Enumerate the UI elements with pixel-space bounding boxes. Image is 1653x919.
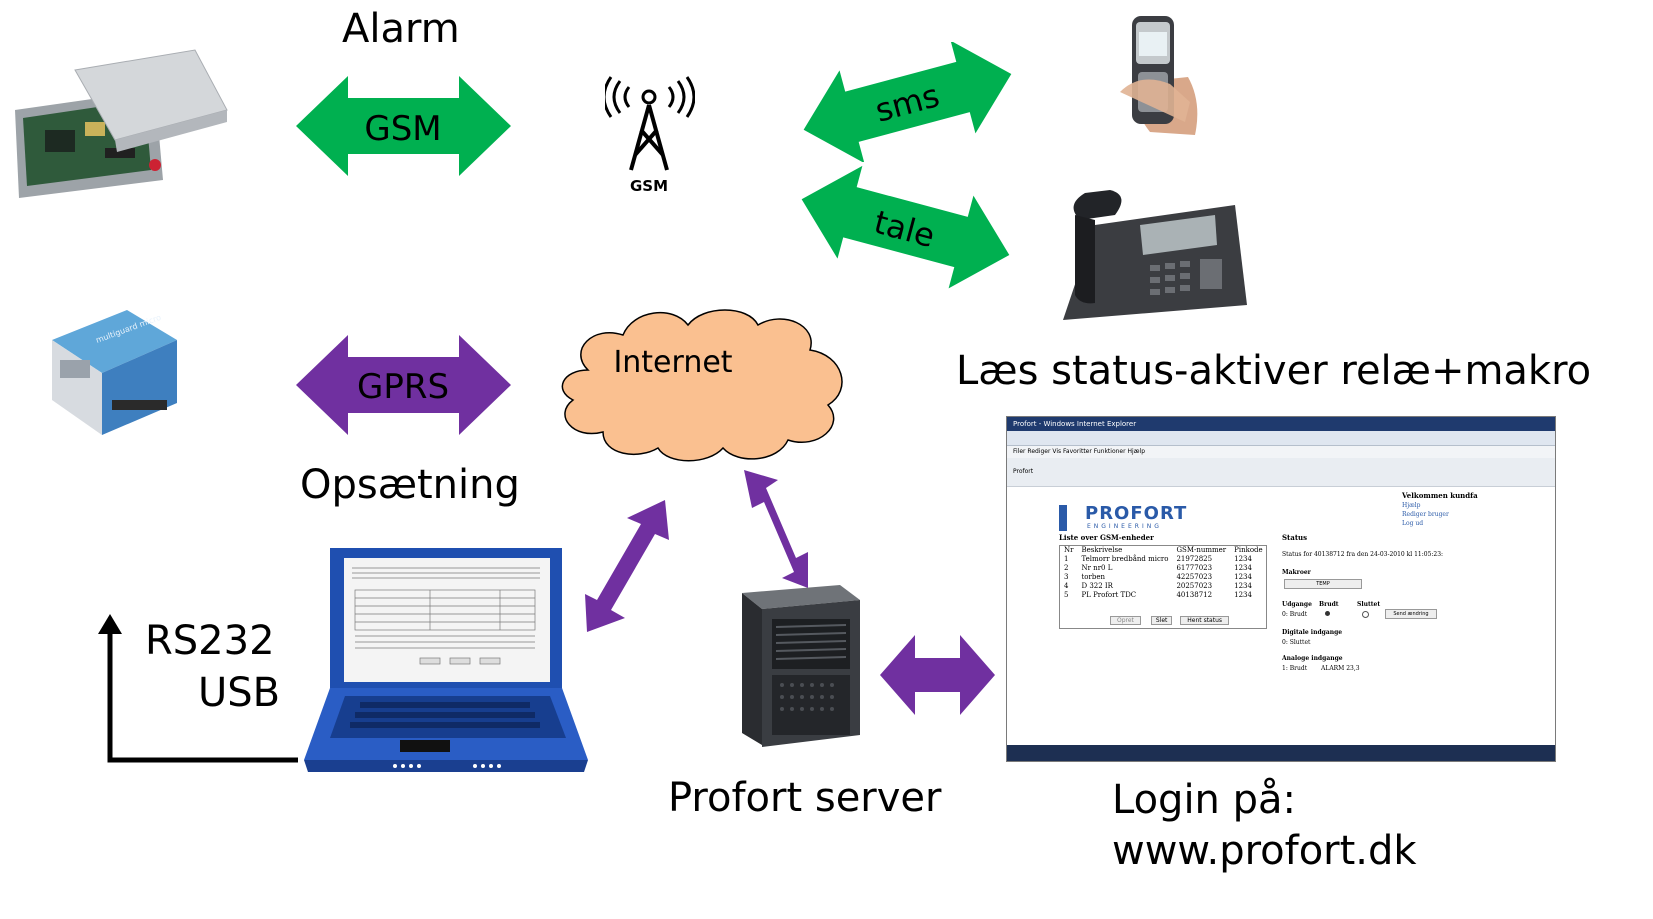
browser-address-bar <box>1007 431 1555 446</box>
internet-cloud: Internet <box>561 309 843 462</box>
col-nr: Nr <box>1064 546 1074 554</box>
internet-label: Internet <box>613 345 732 380</box>
gprs-arrow: GPRS <box>296 335 511 435</box>
gprs-arrow-label: GPRS <box>357 367 449 407</box>
col-pin: Pinkode <box>1234 546 1263 554</box>
tower-label: GSM <box>630 177 668 195</box>
usb-label: USB <box>198 670 281 716</box>
browser-tabs: Profort <box>1007 458 1555 487</box>
browser-tab: Profort <box>1013 468 1034 475</box>
logo-text: PROFORT <box>1085 503 1188 524</box>
rs232-label: RS232 <box>145 618 275 664</box>
browser-screenshot: Profort - Windows Internet Explorer File… <box>1006 416 1556 762</box>
browser-title: Profort - Windows Internet Explorer <box>1007 417 1555 431</box>
list-title: Liste over GSM-enheder <box>1059 533 1154 542</box>
link-edit-user[interactable]: Rediger bruger <box>1402 511 1449 518</box>
create-button[interactable]: Opret <box>1110 616 1141 625</box>
rs232-connector-arrow <box>98 614 298 763</box>
gsm-device-icon <box>15 49 228 198</box>
login-url: www.profort.dk <box>1112 828 1417 874</box>
delete-button[interactable]: Slet <box>1150 616 1173 625</box>
udgang-row: 0: Brudt <box>1282 611 1308 618</box>
gsm-arrow-label: GSM <box>364 109 441 149</box>
udgange-title: Udgange <box>1282 601 1312 608</box>
digitale-row: 0: Sluttet <box>1282 639 1311 646</box>
analoge-row: 1: Brudt <box>1282 665 1308 672</box>
windows-taskbar <box>1007 745 1555 761</box>
fetch-status-button[interactable]: Hent status <box>1180 616 1229 625</box>
radio-brudt[interactable] <box>1325 611 1330 616</box>
temp-button[interactable]: TEMP <box>1284 579 1362 589</box>
makroer-title: Makroer <box>1282 569 1311 576</box>
col-description: Beskrivelse <box>1081 546 1123 554</box>
sms-arrow: sms <box>803 42 1012 162</box>
laptop-internet-arrow <box>585 500 669 632</box>
tale-arrow: tale <box>801 165 1010 289</box>
laptop-icon <box>304 548 588 772</box>
table-header: Nr Beskrivelse GSM-nummer Pinkode <box>1060 546 1267 555</box>
send-change-button[interactable]: Send ændring <box>1385 609 1437 619</box>
digitale-title: Digitale indgange <box>1282 629 1343 636</box>
welcome-text: Velkommen kundfa <box>1402 491 1478 500</box>
status-text: Status for 40138712 fra den 24-03-2010 k… <box>1282 551 1444 558</box>
logo-mark <box>1059 505 1067 531</box>
gsm-tower-icon: GSM <box>605 76 695 195</box>
server-icon <box>742 585 860 747</box>
status-title: Status <box>1282 533 1308 542</box>
brudt-header: Brudt <box>1319 601 1339 608</box>
analoge-title: Analoge indgange <box>1282 655 1343 662</box>
din-rail-device-icon: multiguard micro <box>52 310 177 435</box>
logo-subtext: ENGINEERING <box>1087 523 1162 530</box>
login-label: Login på: <box>1112 777 1297 823</box>
alarm-label: Alarm <box>342 6 460 52</box>
col-gsm: GSM-nummer <box>1176 546 1227 554</box>
sluttet-header: Sluttet <box>1357 601 1381 608</box>
server-web-arrow <box>880 635 995 715</box>
analoge-value: ALARM 23,3 <box>1321 665 1360 672</box>
browser-menu: Filer Rediger Vis Favoritter Funktioner … <box>1007 446 1555 458</box>
desk-phone-icon <box>1063 190 1247 320</box>
link-logout[interactable]: Log ud <box>1402 520 1424 527</box>
mobile-phone-icon <box>1120 16 1198 135</box>
radio-sluttet[interactable] <box>1362 611 1369 618</box>
status-label: Læs status-aktiver relæ+makro <box>956 348 1592 394</box>
opsaetning-label: Opsætning <box>300 462 520 508</box>
gsm-arrow: GSM <box>296 76 511 176</box>
internet-server-arrow <box>744 470 808 588</box>
link-help[interactable]: Hjælp <box>1402 502 1421 509</box>
server-label: Profort server <box>668 775 942 821</box>
